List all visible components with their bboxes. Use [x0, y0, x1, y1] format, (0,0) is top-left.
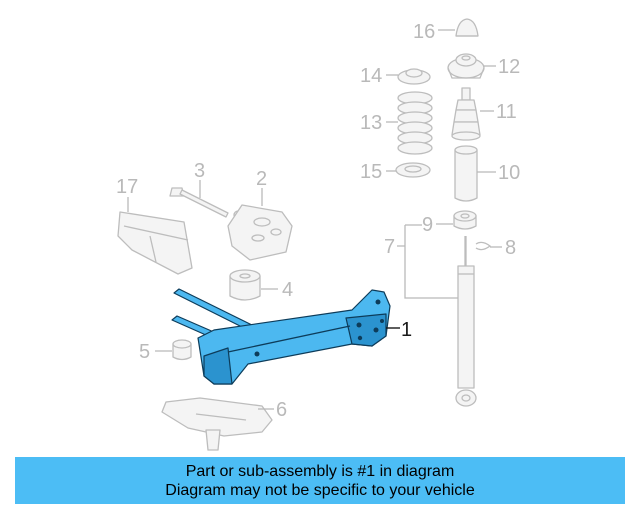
banner-line-1: Part or sub-assembly is #1 in diagram	[185, 462, 455, 480]
callout-16: 16	[413, 21, 435, 43]
callout-12: 12	[498, 56, 520, 78]
part-11-bump-stop	[451, 87, 481, 141]
callout-10: 10	[498, 162, 520, 184]
callout-11: 11	[496, 101, 517, 123]
part-6-shield	[161, 397, 273, 451]
callout-7: 7	[384, 236, 395, 258]
callout-6: 6	[276, 399, 287, 421]
part-15-spring-pad	[395, 162, 431, 178]
callout-13: 13	[360, 112, 382, 134]
part-2-bracket	[227, 204, 293, 261]
part-7-shock-absorber	[455, 236, 477, 407]
part-16-cap	[455, 18, 479, 37]
callout-17: 17	[116, 176, 138, 198]
callout-15: 15	[360, 161, 382, 183]
part-13-coil-spring	[397, 91, 433, 155]
info-banner: Part or sub-assembly is #1 in diagram Di…	[15, 457, 625, 504]
callout-4: 4	[282, 279, 293, 301]
callout-9: 9	[422, 214, 433, 236]
callout-8: 8	[505, 237, 516, 259]
callout-2: 2	[256, 168, 267, 190]
part-17-cover	[117, 211, 193, 275]
part-14-spring-seat	[397, 68, 431, 85]
leader-7-bracket	[397, 224, 458, 299]
callout-3: 3	[194, 160, 205, 182]
callout-5: 5	[139, 341, 150, 363]
part-3-bolt	[169, 187, 243, 220]
part-4-bushing	[229, 269, 261, 301]
part-1-axle-beam	[171, 288, 391, 385]
banner-line-2: Diagram may not be specific to your vehi…	[165, 481, 475, 499]
callout-14: 14	[360, 65, 382, 87]
callout-1: 1	[401, 319, 412, 341]
part-12-upper-mount	[447, 53, 485, 79]
part-10-dust-boot	[454, 145, 478, 202]
part-9-bushing	[453, 210, 477, 230]
part-5-small-bushing	[172, 339, 192, 361]
part-8-clip	[475, 241, 492, 251]
